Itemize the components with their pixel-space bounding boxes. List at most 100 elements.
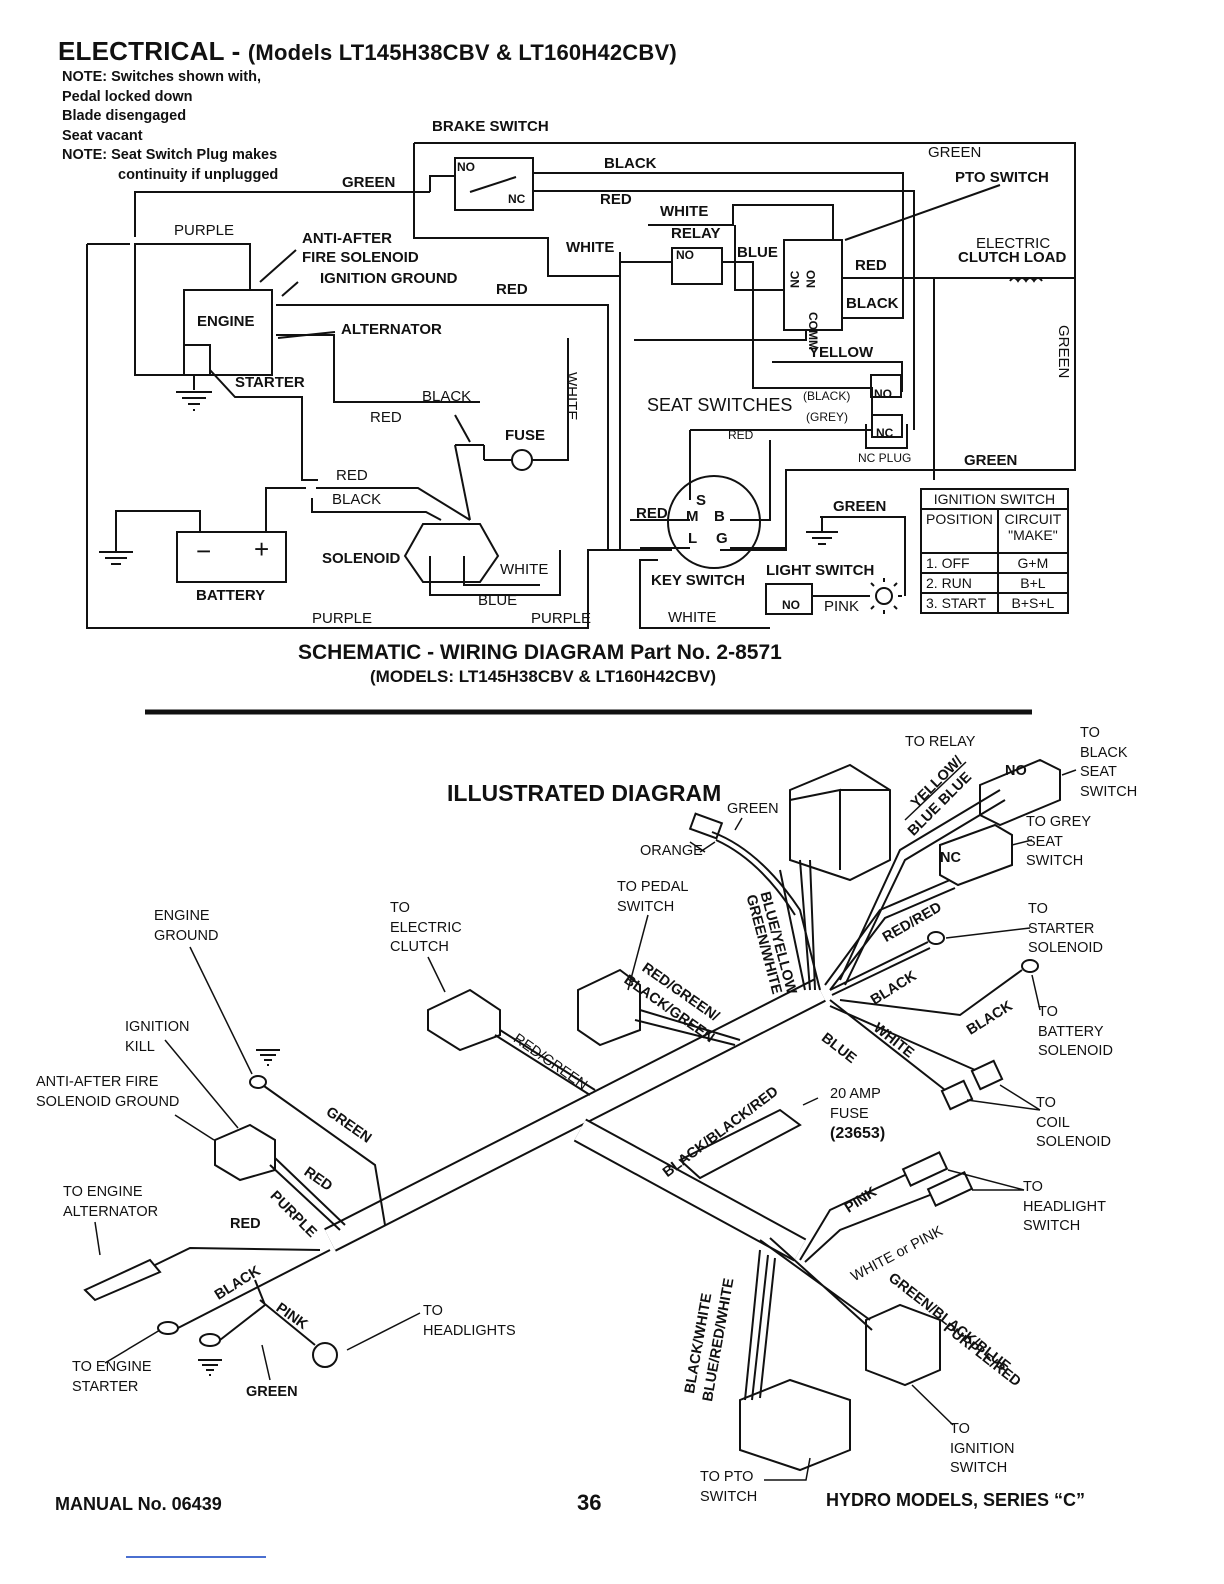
callout-line: CLUTCH: [390, 939, 449, 955]
wire-label-pink-light: PINK: [824, 598, 860, 615]
callout-line: 20 AMP: [830, 1086, 881, 1102]
pto-switch-connector: [739, 1378, 851, 1472]
note-line: continuity if unplugged: [118, 166, 279, 183]
lamp-icon: [875, 587, 893, 605]
key-s-terminal: S: [696, 492, 707, 509]
wire-red-battery: [265, 487, 471, 532]
callout-line: SOLENOID GROUND: [36, 1093, 180, 1110]
callout-to-electric-clutch: TO ELECTRIC CLUTCH: [390, 899, 462, 958]
callout-line: ENGINE: [154, 908, 210, 924]
seat-switch-black-label: (BLACK): [803, 389, 851, 403]
callout-line: SEAT: [1080, 764, 1117, 780]
seat-switch-grey: [871, 414, 903, 438]
page-number: 36: [577, 1490, 602, 1515]
seat-switch-grey-label: (GREY): [806, 410, 848, 424]
callout-ignition-kill: IGNITION KILL: [125, 1018, 189, 1057]
pedal-switch-connector: [577, 968, 641, 1047]
wire-label-blue-solenoid: BLUE: [478, 592, 518, 609]
manual-number: MANUAL No. 06439: [55, 1494, 222, 1514]
callout-line: TO PTO: [700, 1469, 754, 1485]
callout-line: BATTERY: [1038, 1023, 1104, 1040]
relay-box: [671, 247, 723, 285]
wire-label-red-fuse: RED: [370, 409, 402, 426]
wire-red-seat: [689, 429, 872, 500]
wire-white-relay-top: [648, 204, 834, 240]
callout-to-grey-seat-switch: TO GREY SEAT SWITCH: [1026, 813, 1091, 872]
title-main: ELECTRICAL -: [58, 36, 248, 66]
callout-line: SEAT: [1026, 833, 1063, 850]
callout-line: TO: [1036, 1095, 1056, 1111]
callout-line: ANTI-AFTER FIRE: [36, 1074, 159, 1090]
brake-nc-contact: NC: [508, 192, 526, 206]
note-line: Pedal locked down: [62, 88, 193, 105]
callout-to-pto-switch: TO PTO SWITCH: [700, 1468, 757, 1507]
callout-line: TO GREY: [1026, 814, 1091, 830]
callout-to-headlight-switch: TO HEADLIGHT SWITCH: [1023, 1178, 1106, 1237]
wire-label-green-top: GREEN: [928, 144, 982, 161]
key-l-terminal: L: [688, 530, 698, 547]
illustrated-diagram-title: ILLUSTRATED DIAGRAM: [447, 780, 722, 806]
callout-to-coil-solenoid: TO COIL SOLENOID: [1036, 1094, 1111, 1153]
headlight-switch-connector: [901, 1151, 949, 1187]
link-underline: [126, 1556, 266, 1558]
fuse-label: FUSE: [505, 427, 546, 444]
wire-label-black-brake: BLACK: [604, 155, 657, 172]
alternator-connector: [83, 1258, 162, 1302]
callout-line: SWITCH: [950, 1460, 1008, 1476]
wire-label-green-relay: GREEN: [727, 801, 779, 817]
wire-label-red-battery: RED: [336, 467, 368, 484]
callout-line: SWITCH: [1023, 1218, 1081, 1234]
wire-green-light: [820, 516, 906, 596]
wire-label-red-pto: RED: [855, 257, 887, 274]
table-cell: 3. START: [920, 592, 999, 614]
wire-label-red-alternator: RED: [230, 1216, 261, 1232]
light-switch-label: LIGHT SWITCH: [766, 562, 875, 579]
alternator-label: ALTERNATOR: [341, 321, 442, 338]
relay-label: RELAY: [671, 225, 721, 242]
battery-minus: −: [196, 536, 212, 566]
ground-symbol-bottom: [198, 1359, 222, 1376]
callout-line: COIL: [1036, 1114, 1070, 1131]
wire-label-orange: ORANGE: [640, 843, 703, 859]
callout-line: SOLENOID: [1038, 1043, 1113, 1059]
callout-line: SWITCH: [617, 898, 675, 915]
table-cell: B+S+L: [996, 592, 1069, 614]
anti-after-fire-label-1: ANTI-AFTER: [302, 230, 392, 247]
key-switch-circle: [667, 475, 761, 569]
wire-green-brake: [134, 191, 430, 237]
wire-green-top: [414, 142, 1076, 471]
relay-connector: [789, 763, 891, 882]
ring-terminal: [927, 931, 945, 945]
ring-terminal: [199, 1333, 221, 1347]
callout-engine-ground: ENGINE GROUND: [154, 907, 218, 946]
wire-label-red-brake: RED: [600, 191, 632, 208]
wire-red-ignition: [276, 304, 609, 550]
wire-label-red-seat: RED: [728, 428, 754, 442]
light-no-contact: NO: [782, 598, 800, 612]
wire-purple-top: [134, 243, 251, 376]
table-cell: 1. OFF: [920, 552, 999, 574]
callout-line: ALTERNATOR: [63, 1203, 159, 1220]
wire-label-green-light: GREEN: [833, 498, 887, 515]
headlight-switch-connector: [926, 1171, 974, 1207]
engine-box: [183, 289, 273, 376]
callout-line: SWITCH: [700, 1488, 758, 1505]
wire-label-white-relay-left: WHITE: [566, 239, 615, 256]
wire-black-fuse: [455, 444, 485, 460]
callout-line: STARTER: [72, 1378, 139, 1395]
ignition-table-header: POSITION: [920, 508, 999, 554]
callout-line: STARTER: [1028, 920, 1095, 937]
coil-connector: [970, 1059, 1004, 1091]
callout-line: SOLENOID: [1028, 940, 1103, 956]
callout-line: SOLENOID: [1036, 1134, 1111, 1150]
callout-to-engine-starter: TO ENGINE STARTER: [72, 1358, 152, 1397]
wire-black-pto: [842, 208, 904, 319]
wire-label-red-key: RED: [636, 505, 668, 522]
coil-connector: [940, 1079, 974, 1111]
seat-switch-black: [870, 374, 902, 398]
callout-line: TO: [423, 1303, 443, 1319]
callout-line: HEADLIGHTS: [423, 1322, 516, 1339]
callout-line: KILL: [125, 1038, 155, 1055]
